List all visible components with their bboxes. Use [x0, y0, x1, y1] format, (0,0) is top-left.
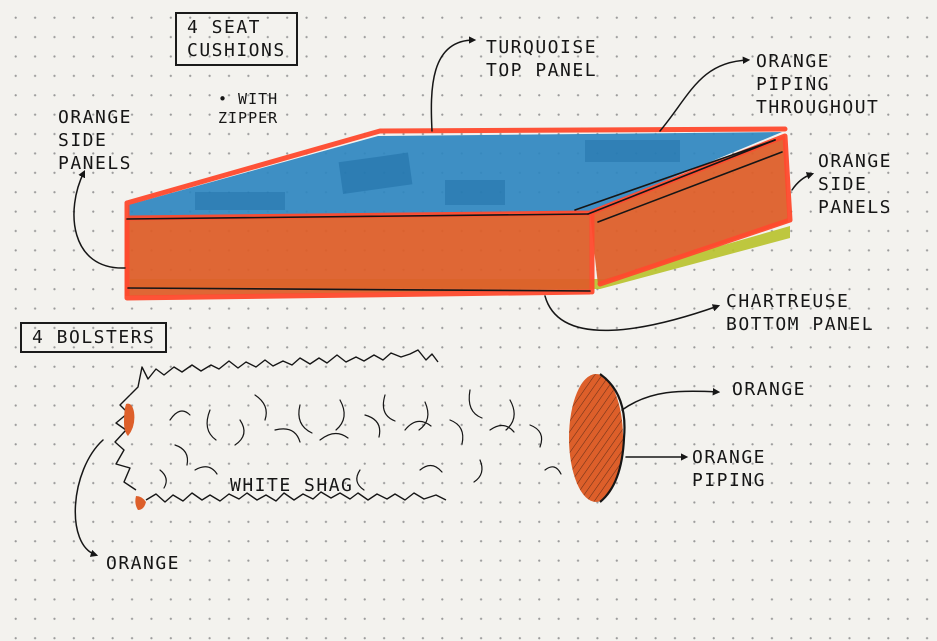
seat-cushions-title-line1: 4 SEAT — [187, 17, 262, 38]
top-panel-label: TURQUOISE TOP PANEL — [486, 36, 597, 82]
left-side-panels-label: ORANGE SIDE PANELS — [58, 106, 132, 175]
zipper-note-line1: • WITH — [218, 90, 279, 108]
top-panel-label-line2: TOP PANEL — [486, 60, 598, 81]
piping-label-line3: THROUGHOUT — [756, 97, 880, 118]
seat-cushion — [124, 126, 793, 301]
bolster — [114, 349, 626, 510]
bolsters-title-box: 4 BOLSTERS — [20, 322, 168, 353]
left-side-label-line2: SIDE — [58, 130, 108, 151]
right-side-panels-label: ORANGE SIDE PANELS — [818, 150, 892, 219]
right-side-label-line1: ORANGE — [818, 151, 893, 172]
white-shag-outline — [129, 349, 439, 396]
turquoise-top-panel — [128, 132, 782, 218]
right-side-label-line2: SIDE — [818, 174, 868, 195]
orange-piping — [124, 126, 793, 301]
arrow-left-side — [73, 169, 126, 269]
left-side-label-line3: PANELS — [58, 153, 133, 174]
bolster-end-label-text: ORANGE — [732, 379, 807, 400]
arrow-bolster-end — [621, 387, 721, 411]
arrow-piping — [659, 56, 751, 132]
bolster-piping-label-line1: ORANGE — [692, 447, 767, 468]
top-panel-label-line1: TURQUOISE — [486, 37, 598, 58]
white-shag-label-text: WHITE SHAG — [230, 475, 354, 496]
leader-arrows — [73, 36, 815, 557]
bolster-end-label: ORANGE — [732, 378, 806, 401]
bolster-piping-label-line2: PIPING — [692, 470, 767, 491]
arrow-right-side — [791, 172, 815, 191]
white-shag-label: WHITE SHAG — [230, 474, 353, 497]
right-side-label-line3: PANELS — [818, 197, 893, 218]
zipper-note: • WITH ZIPPER — [218, 90, 278, 128]
left-side-label-line1: ORANGE — [58, 107, 133, 128]
seat-cushions-title-box: 4 SEAT CUSHIONS — [175, 12, 298, 66]
piping-label-line2: PIPING — [756, 74, 831, 95]
bottom-panel-label: CHARTREUSE BOTTOM PANEL — [726, 290, 874, 336]
piping-label-line1: ORANGE — [756, 51, 831, 72]
bottom-panel-label-line1: CHARTREUSE — [726, 291, 850, 312]
arrow-bolster-left — [74, 439, 104, 557]
bolster-left-orange-bit — [124, 403, 135, 436]
seat-cushions-title-line2: CUSHIONS — [187, 40, 286, 61]
orange-front-side-panel — [125, 213, 590, 296]
bolsters-title: 4 BOLSTERS — [32, 327, 156, 348]
piping-label: ORANGE PIPING THROUGHOUT — [756, 50, 879, 119]
bolster-left-end-label: ORANGE — [106, 552, 180, 575]
zipper-note-line2: ZIPPER — [218, 109, 279, 127]
bolster-left-end-label-text: ORANGE — [106, 553, 181, 574]
arrow-top-panel — [430, 36, 477, 132]
arrow-bottom-panel — [544, 295, 721, 332]
orange-right-side-panel — [590, 135, 788, 285]
bottom-panel-label-line2: BOTTOM PANEL — [726, 314, 875, 335]
bolster-piping-label: ORANGE PIPING — [692, 446, 766, 492]
